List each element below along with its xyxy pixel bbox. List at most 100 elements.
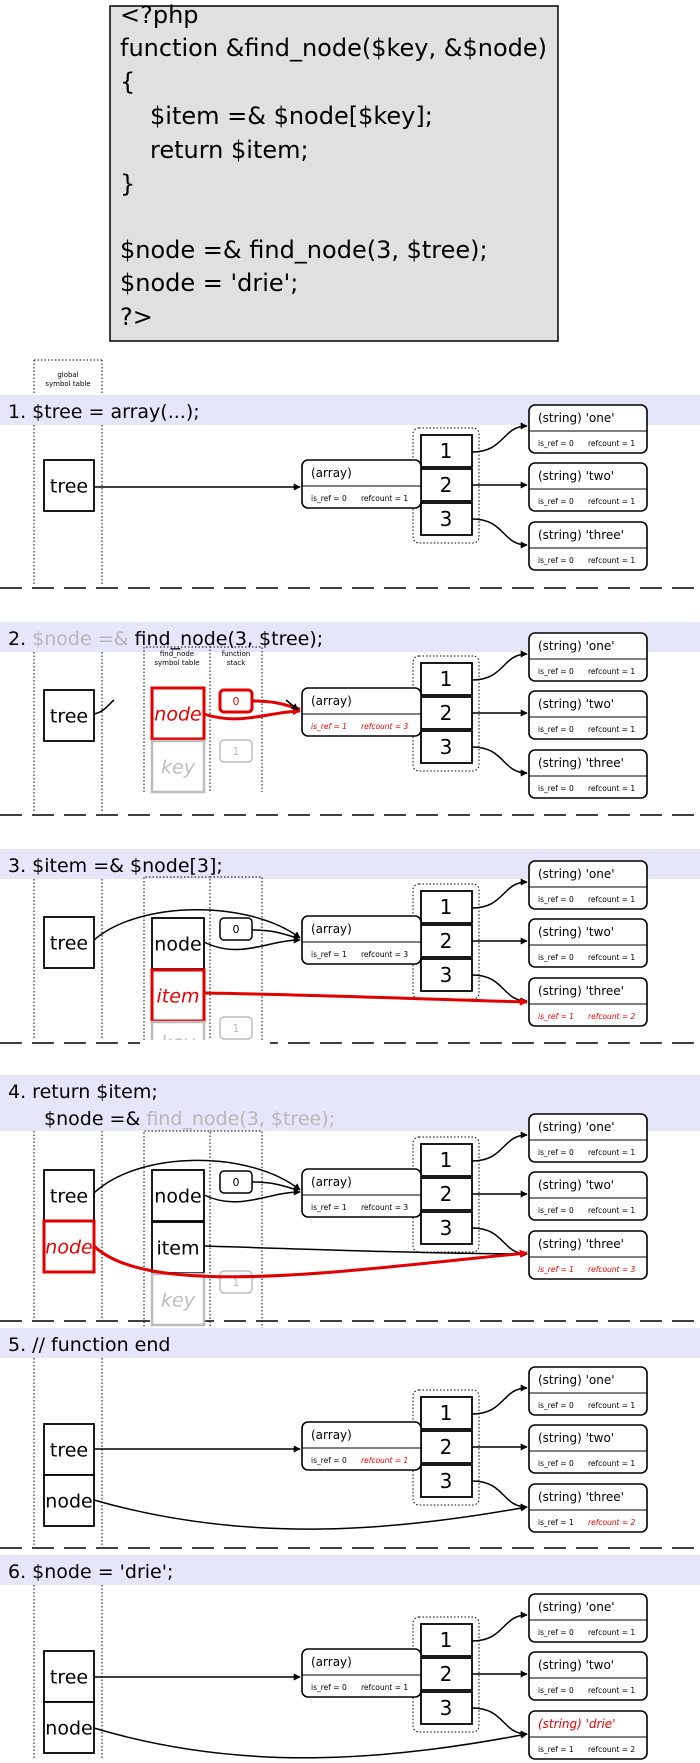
refcount-label: refcount = 1 [588,1628,635,1637]
step-heading: 5. // function end [8,1334,170,1356]
is-ref-label: is_ref = 0 [538,1401,574,1410]
stack-index: 1 [233,1022,240,1035]
stack-index: 1 [233,745,240,758]
function-stack-slot: 0 [219,1170,253,1194]
symbol-name: node [154,934,201,956]
symbol-node: node [43,1474,95,1527]
refcount-label: refcount = 1 [588,953,635,962]
zval-type: (string) 'drie' [538,1717,616,1731]
zval-type: (array) [311,922,352,936]
function-stack-slot: 1 [219,739,253,763]
zval-type: (string) 'two' [538,1178,614,1192]
array-index: 3 [440,1696,453,1720]
array-index: 2 [440,473,453,497]
symbol-key: key [150,1272,206,1327]
function-stack-slot: 0 [219,917,253,941]
is-ref-label: is_ref = 0 [538,497,574,506]
array-index: 1 [440,1628,453,1652]
refcount-label: refcount = 1 [588,1401,635,1410]
refcount-label: refcount = 3 [588,1265,636,1274]
is-ref-label: is_ref = 0 [538,667,574,676]
zval-type: (string) 'three' [538,984,624,998]
refcount-label: refcount = 3 [361,1203,408,1212]
array-index: 1 [440,895,453,919]
code-line: { [120,68,135,96]
zval-type: (string) 'one' [538,1120,615,1134]
zval-type: (string) 'three' [538,528,624,542]
symbol-name: item [157,986,200,1008]
refcount-label: refcount = 1 [588,784,635,793]
is-ref-label: is_ref = 1 [538,1265,574,1274]
array-index: 1 [440,1401,453,1425]
is-ref-label: is_ref = 1 [538,1745,574,1754]
refcount-label: refcount = 2 [588,1518,636,1527]
code-box: <?php function &find_node($key, &$node) … [109,1,559,342]
is-ref-label: is_ref = 1 [311,950,347,959]
symbol-item: item [150,968,206,1023]
refcount-label: refcount = 1 [588,1206,635,1215]
array-index: 1 [440,1148,453,1172]
is-ref-label: is_ref = 1 [538,1518,574,1527]
zval-type: (string) 'one' [538,639,615,653]
code-line: function &find_node($key, &$node) [120,34,547,62]
symbol-item: item [151,1221,205,1274]
zval-type: (string) 'one' [538,411,615,425]
array-zval: (array) is_ref = 1 refcount = 3 [301,915,422,965]
code-line: $node = 'drie'; [120,269,298,297]
array-index: 1 [440,667,453,691]
symbol-name: node [45,1237,92,1259]
zval-type: (string) 'one' [538,867,615,881]
refcount-label: refcount = 1 [588,1459,635,1468]
is-ref-label: is_ref = 0 [538,1628,574,1637]
symbol-tree: tree [43,1650,95,1703]
step-3: 3. $item =& $node[3];123(array)is_ref = … [0,849,700,1070]
stack-index: 1 [233,1276,240,1289]
step-heading: 2. $node =& find_node(3, $tree); [8,628,323,650]
refcount-label: refcount = 3 [361,950,408,959]
step-1: 1. $tree = array(...); 1 2 3 (array)is_ref =… [0,395,700,589]
is-ref-label: is_ref = 0 [311,1683,347,1692]
zval-type: (array) [311,1655,352,1669]
refcount-label: refcount = 1 [588,556,635,565]
stack-index: 0 [233,695,240,708]
zval-type: (string) 'one' [538,1600,615,1614]
refcount-label: refcount = 1 [588,725,635,734]
is-ref-label: is_ref = 0 [538,953,574,962]
is-ref-label: is_ref = 0 [538,439,574,448]
zval-type: (string) 'two' [538,925,614,939]
array-index: 3 [440,963,453,987]
symbol-tree: tree [43,459,95,512]
is-ref-label: is_ref = 1 [311,722,347,731]
refcount-label: refcount = 2 [588,1012,636,1021]
symbol-tree: tree [43,1169,95,1222]
symbol-name: tree [50,1440,88,1462]
array-index: 1 [440,439,453,463]
array-index: 2 [440,701,453,725]
string-three-zval: (string) 'drie' is_ref = 1 refcount = 2 [528,1710,648,1760]
refcount-label: refcount = 2 [588,1745,635,1754]
array-index: 3 [440,507,453,531]
zval-type: (string) 'two' [538,1658,614,1672]
refcount-label: refcount = 1 [588,497,635,506]
stack-index: 0 [233,1176,240,1189]
svg-text:find_node: find_node [160,650,194,658]
step-heading: 1. $tree = array(...); [8,401,200,423]
symbol-node: node [43,1701,95,1754]
zval-type: (array) [311,694,352,708]
symbol-name: tree [50,1186,88,1208]
symbol-name: key [161,757,196,779]
refcount-label: refcount = 1 [588,895,635,904]
zval-type: (string) 'three' [538,756,624,770]
step-heading: 4. return $item; [8,1081,158,1103]
